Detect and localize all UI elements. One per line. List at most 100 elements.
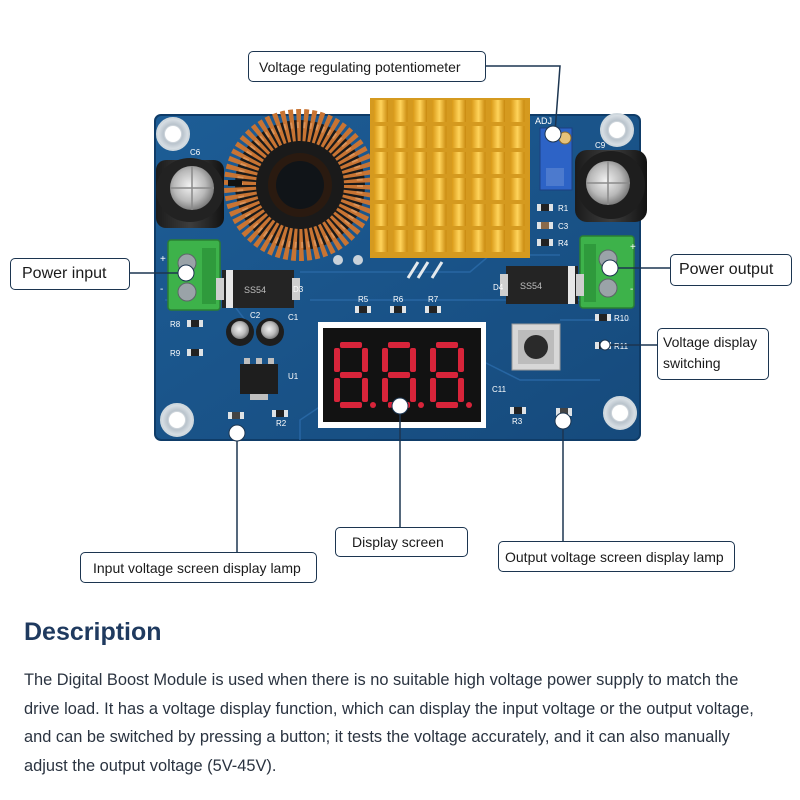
label-d4: D4	[493, 283, 504, 292]
heatsink-fin	[374, 152, 388, 174]
label-r3: R3	[512, 417, 523, 426]
heatsink-fin	[393, 230, 408, 252]
label-r7: R7	[428, 295, 439, 304]
heatsink-fin	[510, 204, 525, 226]
display-segment	[430, 348, 436, 372]
label-c9: C9	[595, 141, 606, 150]
callout-power-input-text: Power input	[22, 265, 107, 282]
callout-voltage-display-switching: Voltage display switching	[657, 328, 769, 380]
label-r2: R2	[276, 419, 287, 428]
heatsink-fin	[491, 204, 505, 226]
callout-power-output: Power output	[670, 254, 792, 286]
callout-power-output-text: Power output	[679, 261, 774, 278]
display-segment	[382, 378, 388, 402]
label-in-minus: -	[160, 284, 163, 295]
heatsink-fin	[393, 204, 408, 226]
display-segment	[436, 372, 458, 378]
label-ss54-right: SS54	[520, 281, 542, 291]
heatsink-fin	[452, 230, 466, 252]
label-out-plus: +	[630, 242, 636, 253]
heatsink-fin	[471, 178, 486, 200]
label-ss54-left: SS54	[244, 285, 266, 295]
heatsink-fin	[432, 178, 447, 200]
diode-d3	[216, 270, 300, 308]
display-segment	[410, 378, 416, 402]
heatsink-fin	[510, 152, 525, 174]
display-segment	[362, 378, 368, 402]
label-d3: D3	[293, 285, 304, 294]
display-segment	[388, 372, 410, 378]
heatsink-fin	[452, 178, 466, 200]
heatsink-fin	[510, 100, 525, 122]
label-c11: C11	[492, 385, 507, 394]
heatsink-fin	[374, 178, 388, 200]
heatsink-fin	[393, 100, 408, 122]
label-r9: R9	[170, 349, 181, 358]
callout-power-input: Power input	[10, 258, 130, 290]
heatsink-fin	[374, 100, 388, 122]
heatsink-fin	[452, 100, 466, 122]
callout-output-lamp-text: Output voltage screen display lamp	[505, 548, 724, 565]
heatsink-fin	[432, 100, 447, 122]
callout-input-lamp-text: Input voltage screen display lamp	[93, 559, 301, 576]
callout-voltage-switch-line1: Voltage display	[663, 334, 758, 350]
callout-display-screen-text: Display screen	[352, 534, 444, 550]
callout-output-lamp: Output voltage screen display lamp	[498, 541, 735, 572]
callout-potentiometer: Voltage regulating potentiometer	[248, 51, 486, 82]
heatsink-fin	[510, 126, 525, 148]
heatsink-fin	[374, 126, 388, 148]
label-c1: C1	[288, 313, 299, 322]
pointer-dots	[177, 125, 619, 442]
capacitors-c1-c2	[226, 318, 284, 346]
heatsink-fin	[413, 230, 427, 252]
display-decimal-point	[370, 402, 376, 408]
diode-d4	[500, 266, 584, 304]
heatsink-fin	[413, 178, 427, 200]
heatsink-fin	[491, 126, 505, 148]
board-diagram: C6 C9 ADJ R1 C3 R4	[130, 65, 672, 553]
callout-voltage-switch-line2: switching	[663, 355, 721, 371]
heatsink	[370, 98, 530, 258]
regulator-u1	[240, 358, 278, 400]
callout-display-screen: Display screen	[335, 527, 468, 557]
display-segment	[430, 378, 436, 402]
description-body: The Digital Boost Module is used when th…	[24, 671, 754, 775]
display-segment	[340, 372, 362, 378]
callout-potentiometer-text: Voltage regulating potentiometer	[259, 58, 461, 75]
label-adj: ADJ	[535, 116, 552, 126]
resistors-r8-r9	[187, 320, 203, 356]
heatsink-fin	[413, 126, 427, 148]
label-out-minus: -	[630, 284, 633, 295]
display-segment	[436, 342, 458, 348]
heatsink-fin	[471, 100, 486, 122]
heatsink-fin	[413, 204, 427, 226]
heatsink-fin	[491, 178, 505, 200]
heatsink-fin	[393, 152, 408, 174]
heatsink-fin	[413, 152, 427, 174]
label-r4: R4	[558, 239, 569, 248]
smd-r1-c3-r4	[537, 204, 553, 246]
label-r6: R6	[393, 295, 404, 304]
display-segment	[340, 402, 362, 408]
pads	[333, 255, 444, 279]
mounting-holes	[156, 113, 637, 437]
display-segment	[458, 348, 464, 372]
heatsink-fin	[393, 178, 408, 200]
heatsink-fin	[452, 126, 466, 148]
label-r11: R11	[614, 342, 629, 351]
display-segment	[340, 342, 362, 348]
label-r10: R10	[614, 314, 629, 323]
heatsink-fin	[491, 100, 505, 122]
label-r5: R5	[358, 295, 369, 304]
toroidal-inductor	[224, 109, 376, 261]
display-decimal-point	[418, 402, 424, 408]
heatsink-fin	[413, 100, 427, 122]
description-title: Description	[24, 618, 162, 646]
heatsink-fin	[510, 178, 525, 200]
display-segment	[436, 402, 458, 408]
lamp-and-r2	[228, 410, 288, 419]
heatsink-fin	[432, 204, 447, 226]
heatsink-fin	[471, 126, 486, 148]
heatsink-fin	[471, 204, 486, 226]
display-segment	[334, 378, 340, 402]
